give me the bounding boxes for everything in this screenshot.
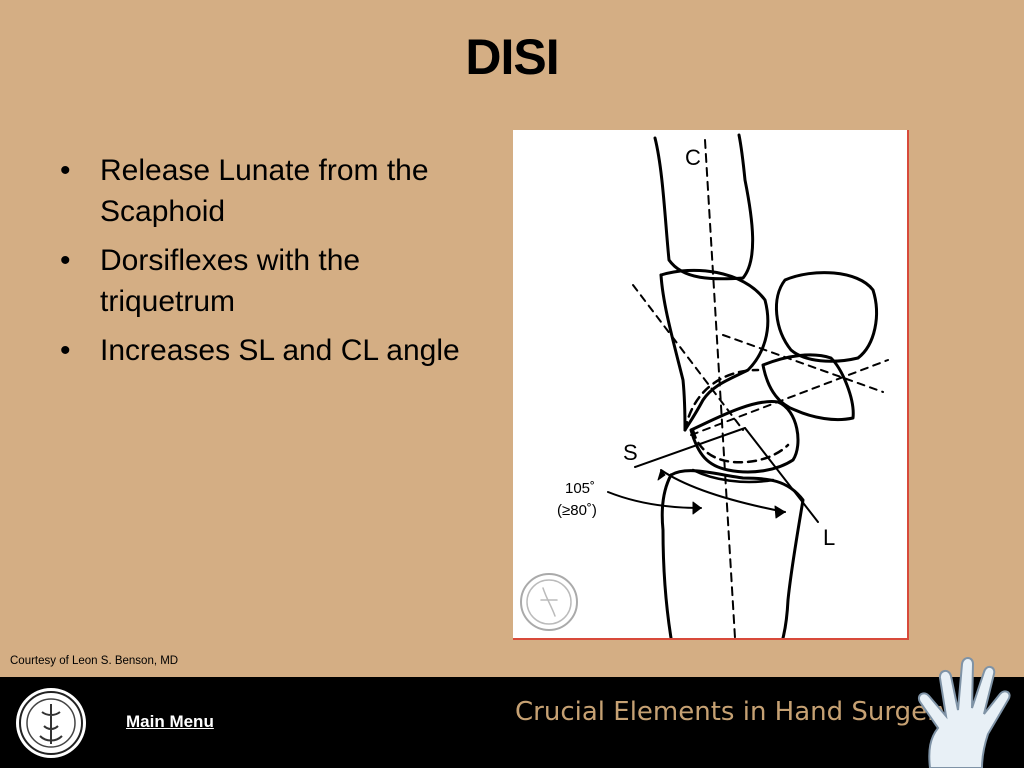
bullet-dot-icon: • (60, 334, 71, 367)
label-l: L (823, 525, 836, 550)
seal-watermark (520, 573, 578, 631)
hamate-bone (774, 271, 878, 363)
label-s: S (623, 440, 638, 465)
main-menu-link[interactable]: Main Menu (126, 712, 214, 731)
bullet-item: • Increases SL and CL angle (56, 330, 496, 371)
bullet-text: Increases SL and CL angle (100, 334, 460, 367)
footer-bar: Main Menu Crucial Elements in Hand Surge… (0, 677, 1024, 768)
angle-label: 105˚ (565, 480, 596, 497)
bullet-dot-icon: • (60, 244, 71, 277)
slide-title: DISI (465, 29, 559, 85)
wrist-diagram: C S L 105˚ (≥80˚) (513, 130, 909, 640)
brand-title: Crucial Elements in Hand Surgery (515, 697, 954, 727)
bullet-text: Dorsiflexes with the triquetrum (100, 244, 361, 318)
scaphoid-bone (659, 268, 770, 432)
bullet-list: • Release Lunate from the Scaphoid • Dorsi… (56, 150, 496, 379)
society-seal-icon (16, 688, 86, 758)
bullet-item: • Release Lunate from the Scaphoid (56, 150, 496, 232)
radius-bone (669, 469, 805, 638)
triquetrum-bone (761, 353, 855, 422)
angle-range-label: (≥80˚) (557, 502, 597, 519)
angle-arc (607, 491, 702, 509)
hand-icon (918, 657, 1011, 768)
bullet-text: Release Lunate from the Scaphoid (100, 154, 429, 228)
bullet-item: • Dorsiflexes with the triquetrum (56, 240, 496, 322)
capitate-bone (653, 133, 755, 281)
bullet-dot-icon: • (60, 154, 71, 187)
label-c: C (685, 145, 701, 170)
image-credit: Courtesy of Leon S. Benson, MD (10, 655, 179, 667)
lunate-bone (689, 400, 800, 474)
